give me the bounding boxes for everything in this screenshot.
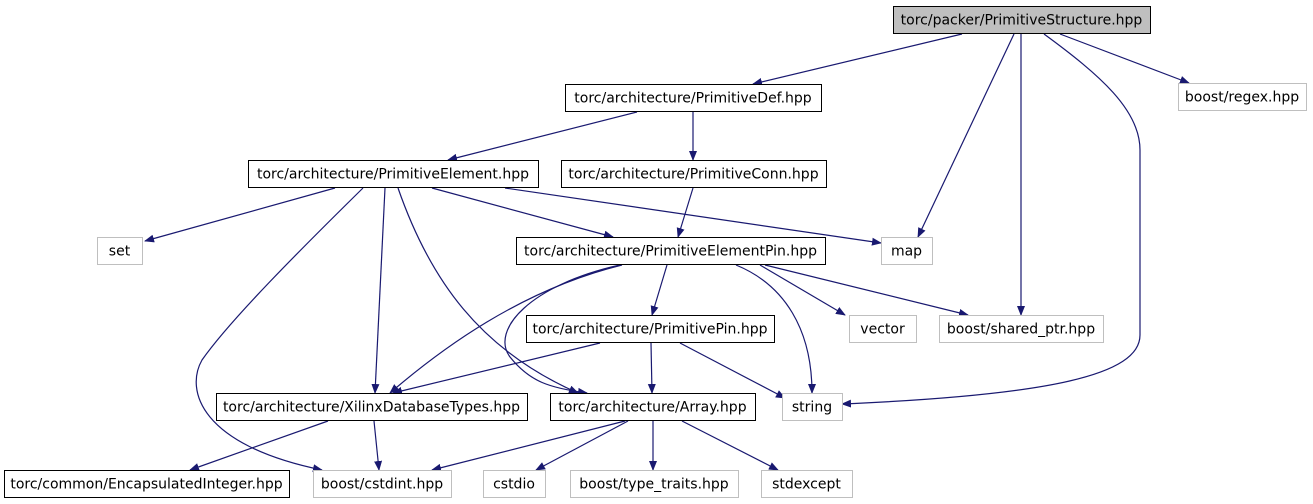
node-label: torc/architecture/PrimitiveConn.hpp: [568, 167, 818, 183]
edge-xdt-to-encint: [189, 420, 329, 471]
node-map: map: [881, 237, 933, 265]
node-stdexcept: stdexcept: [761, 470, 853, 498]
edge-pepin-to-vector: [759, 264, 846, 316]
node-box: [761, 470, 853, 498]
node-box: [216, 393, 528, 421]
node-box: [516, 237, 826, 265]
edge-pelem-to-xdt: [371, 187, 386, 394]
edge-pepin-to-array: [504, 264, 621, 396]
node-string: string: [782, 393, 843, 421]
node-box: [782, 393, 843, 421]
edge-ppin-to-array: [647, 342, 656, 394]
node-box: [550, 393, 756, 421]
node-box: [939, 315, 1104, 343]
node-cstdio: cstdio: [483, 470, 546, 498]
node-label: torc/architecture/PrimitivePin.hpp: [533, 322, 768, 338]
node-label: stdexcept: [772, 477, 841, 493]
node-ppin[interactable]: torc/architecture/PrimitivePin.hpp: [526, 315, 775, 343]
edge-pelem-to-set: [144, 187, 336, 243]
node-box: [893, 6, 1151, 34]
nodes-layer: torc/packer/PrimitiveStructure.hpp boost/…: [4, 6, 1307, 498]
node-label: set: [109, 244, 131, 260]
node-box: [483, 470, 546, 498]
edge-root-to-map: [917, 33, 1015, 238]
edge-ppin-to-xdt: [392, 342, 601, 395]
edge-pelem-to-cstdint: [195, 187, 364, 473]
node-box: [1178, 83, 1307, 111]
node-array[interactable]: torc/architecture/Array.hpp: [550, 393, 756, 421]
node-label: boost/shared_ptr.hpp: [947, 322, 1095, 338]
edge-pdef-to-pelem: [447, 111, 638, 162]
node-label: boost/type_traits.hpp: [579, 477, 728, 493]
node-shptr: boost/shared_ptr.hpp: [939, 315, 1104, 343]
node-label: torc/architecture/Array.hpp: [558, 400, 746, 416]
node-box: [565, 84, 822, 112]
node-box: [4, 470, 290, 498]
node-typetraits: boost/type_traits.hpp: [570, 470, 739, 498]
node-label: boost/regex.hpp: [1185, 90, 1299, 106]
node-box: [313, 470, 452, 498]
node-vector: vector: [849, 315, 917, 343]
node-label: torc/architecture/PrimitiveElementPin.hp…: [524, 244, 817, 260]
edge-array-to-stdexcept: [681, 420, 779, 471]
node-box: [561, 160, 827, 188]
node-cstdint: boost/cstdint.hpp: [313, 470, 452, 498]
edge-pelem-to-array: [397, 187, 579, 394]
node-box: [248, 160, 539, 188]
node-label: cstdio: [493, 477, 535, 493]
node-box: [849, 315, 917, 343]
edge-array-to-cstdio: [535, 420, 629, 471]
node-pconn[interactable]: torc/architecture/PrimitiveConn.hpp: [561, 160, 827, 188]
edge-pepin-to-string: [735, 264, 816, 394]
node-label: boost/cstdint.hpp: [321, 477, 443, 493]
node-root[interactable]: torc/packer/PrimitiveStructure.hpp: [893, 6, 1151, 34]
edge-pelem-to-pepin: [431, 187, 614, 239]
node-label: vector: [860, 322, 905, 338]
edge-root-to-regex: [1059, 33, 1190, 84]
node-xdt[interactable]: torc/architecture/XilinxDatabaseTypes.hp…: [216, 393, 528, 421]
edge-xdt-to-cstdint: [373, 420, 383, 471]
node-encint[interactable]: torc/common/EncapsulatedInteger.hpp: [4, 470, 290, 498]
node-set: set: [97, 237, 143, 265]
edge-ppin-to-string: [679, 342, 786, 399]
edge-pepin-to-xdt: [389, 264, 623, 394]
edges-layer: [144, 33, 1190, 473]
node-box: [570, 470, 739, 498]
node-box: [97, 237, 143, 265]
node-label: torc/architecture/PrimitiveElement.hpp: [257, 167, 529, 183]
node-label: torc/architecture/XilinxDatabaseTypes.hp…: [223, 400, 520, 416]
node-label: torc/architecture/PrimitiveDef.hpp: [574, 91, 812, 107]
node-pepin[interactable]: torc/architecture/PrimitiveElementPin.hp…: [516, 237, 826, 265]
edge-array-to-cstdint: [431, 420, 626, 472]
node-label: torc/common/EncapsulatedInteger.hpp: [10, 477, 282, 493]
node-label: torc/packer/PrimitiveStructure.hpp: [901, 13, 1143, 29]
node-box: [881, 237, 933, 265]
edge-root-to-pdef: [752, 33, 963, 86]
edge-pconn-to-pepin: [676, 187, 694, 238]
edge-root-to-string: [841, 33, 1141, 408]
node-pdef[interactable]: torc/architecture/PrimitiveDef.hpp: [565, 84, 822, 112]
edge-pelem-to-map: [504, 187, 882, 246]
edge-pepin-to-ppin: [650, 264, 668, 316]
node-pelem[interactable]: torc/architecture/PrimitiveElement.hpp: [248, 160, 539, 188]
edge-pepin-to-shptr: [764, 264, 969, 317]
node-box: [526, 315, 775, 343]
node-regex: boost/regex.hpp: [1178, 83, 1307, 111]
node-label: string: [792, 400, 832, 416]
node-label: map: [891, 244, 922, 260]
